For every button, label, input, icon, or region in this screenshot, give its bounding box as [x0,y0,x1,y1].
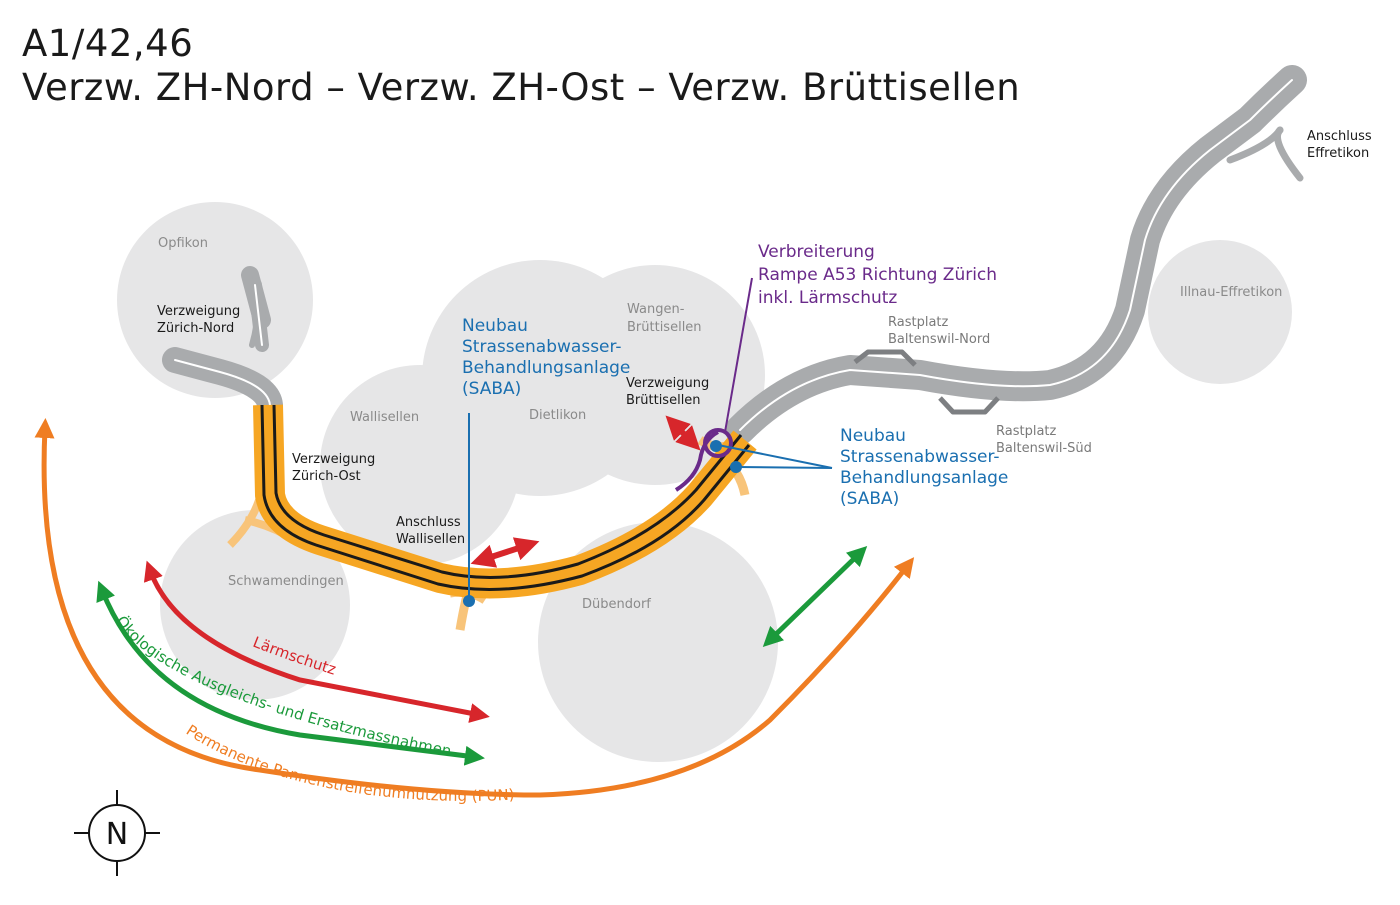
saba1-line-4: (SABA) [462,379,521,399]
town-label-schwamendingen: Schwamendingen [228,574,344,589]
saba-callout-2: Neubau Strassenabwasser- Behandlungsanla… [710,426,1008,509]
node-label-effretikon-1: Anschluss [1307,129,1372,144]
node-label-bruett-1: Verzweigung [626,376,709,391]
rest-area-sued [938,396,1000,415]
title-line-1: A1/42,46 [22,22,194,65]
node-label-zh-ost-1: Verzweigung [292,452,375,467]
saba1-line-2: Strassenabwasser- [462,337,622,357]
saba1-line-1: Neubau [462,316,528,336]
north-letter: N [106,817,128,852]
verbreiterung-line-1: Verbreiterung [758,242,875,262]
town-label-duebendorf: Dübendorf [582,597,651,612]
town-label-wallisellen: Wallisellen [350,410,419,425]
oekologisch-arrow [96,580,485,766]
north-compass: N [74,790,160,876]
eco-arrow-duebendorf [762,546,868,647]
town-label-wangen-1: Wangen- [627,302,685,317]
node-label-effretikon-2: Effretikon [1307,146,1369,161]
saba2-line-1: Neubau [840,426,906,446]
rest-area-nord [853,349,917,367]
map-title: A1/42,46 Verzw. ZH-Nord – Verzw. ZH-Ost … [22,22,1020,110]
motorway-gray [162,65,1307,445]
saba-marker-2a [710,440,722,452]
town-circle-duebendorf [538,522,778,762]
node-label-zh-ost-2: Zürich-Ost [292,469,361,484]
node-label-zh-nord-1: Verzweigung [157,304,240,319]
verbreiterung-callout: Verbreiterung Rampe A53 Richtung Zürich … [758,242,997,308]
node-label-zh-nord-2: Zürich-Nord [157,321,234,336]
saba2-line-4: (SABA) [840,489,899,509]
verbreiterung-line-2: Rampe A53 Richtung Zürich [758,265,997,285]
rest-label-nord-1: Rastplatz [888,315,949,330]
town-label-opfikon: Opfikon [158,236,208,251]
node-label-wallisellen-2: Wallisellen [396,532,465,547]
verbreiterung-leader [724,277,753,433]
town-label-wangen-2: Brüttisellen [627,320,702,335]
saba-marker-2b [730,461,742,473]
rest-label-nord-2: Baltenswil-Nord [888,332,990,347]
town-label-illnau: Illnau-Effretikon [1180,285,1282,300]
title-line-2: Verzw. ZH-Nord – Verzw. ZH-Ost – Verzw. … [22,66,1021,109]
saba2-line-3: Behandlungsanlage [840,468,1008,488]
saba2-line-2: Strassenabwasser- [840,447,1000,467]
node-label-wallisellen-1: Anschluss [396,515,461,530]
rest-areas [853,349,1000,415]
node-label-bruett-2: Brüttisellen [626,393,701,408]
saba1-line-3: Behandlungsanlage [462,358,630,378]
town-circle-illnau [1148,240,1292,384]
saba-marker-1 [463,595,475,607]
rest-label-sued-2: Baltenswil-Süd [996,441,1092,456]
verbreiterung-line-3: inkl. Lärmschutz [758,288,897,308]
town-label-dietlikon: Dietlikon [529,408,586,423]
pun-arrow [34,418,915,798]
rest-label-sued-1: Rastplatz [996,424,1057,439]
noise-arrow-wallisellen [470,537,540,568]
